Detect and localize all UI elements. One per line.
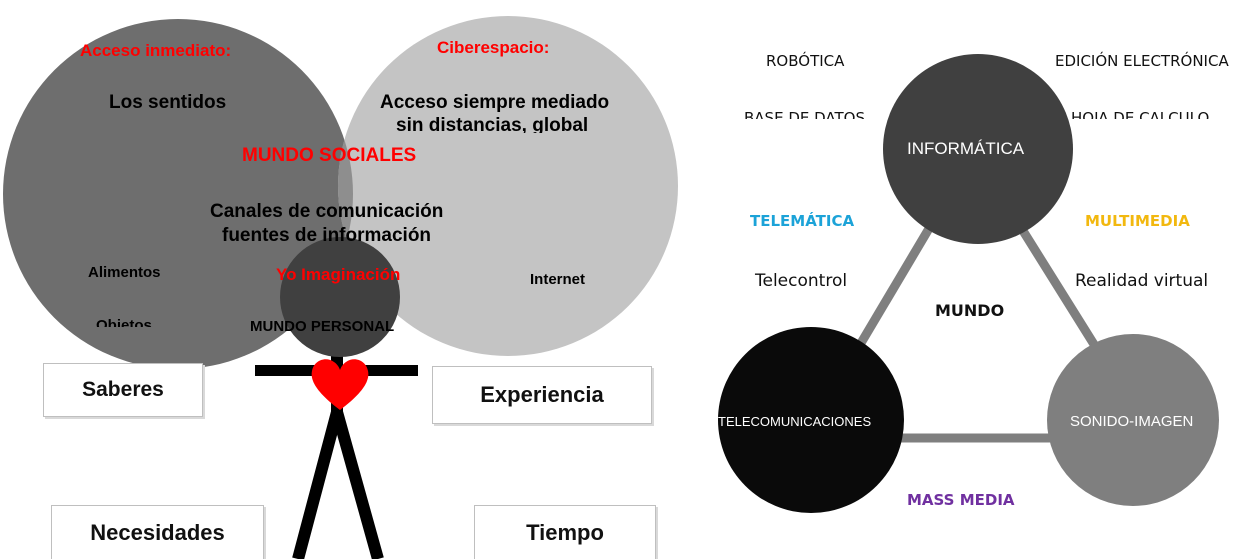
telematica-label: TELEMÁTICA bbox=[750, 212, 855, 230]
heart-icon bbox=[311, 359, 369, 410]
hoja-de-calculo-label: HOJA DE CÁLCULO bbox=[1071, 111, 1231, 119]
edicion-electronica-label: EDICIÓN ELECTRÓNICA bbox=[1055, 52, 1229, 70]
connector-informatica-sonido bbox=[1006, 207, 1114, 373]
immediate-access-title: Acceso inmediato: bbox=[80, 41, 232, 60]
mediated-access-label: Acceso siempre mediado bbox=[380, 92, 610, 113]
senses-label: Los sentidos bbox=[109, 92, 227, 113]
social-world-title: MUNDO SOCIALES bbox=[242, 145, 417, 166]
personal-world-label: MUNDO PERSONAL bbox=[250, 318, 395, 335]
figure-left-leg bbox=[292, 410, 343, 559]
communication-channels-label: Canales de comunicación bbox=[210, 201, 444, 222]
objects-label: Objetos bbox=[96, 318, 152, 327]
telecomunicaciones-node bbox=[718, 327, 904, 513]
multimedia-label: MULTIMEDIA bbox=[1085, 212, 1190, 230]
cyberspace-circle bbox=[338, 16, 678, 356]
informatica-label: INFORMÁTICA bbox=[907, 139, 1025, 158]
global-label: sin distancias, global bbox=[396, 116, 589, 133]
immediate-access-circle bbox=[3, 19, 353, 369]
robotica-label: ROBÓTICA bbox=[766, 52, 845, 70]
base-de-datos-label: BASE DE DATOS bbox=[744, 111, 884, 119]
internet-label: Internet bbox=[530, 271, 586, 288]
mass-media-label: MASS MEDIA bbox=[907, 491, 1015, 509]
figure-right-leg bbox=[331, 410, 384, 559]
self-imagination-label: Yo Imaginación bbox=[276, 265, 401, 284]
tiempo-box: Tiempo bbox=[474, 505, 656, 559]
necesidades-box: Necesidades bbox=[51, 505, 264, 559]
telecomunicaciones-label: TELECOMUNICACIONES bbox=[718, 414, 872, 429]
sonido-imagen-node bbox=[1047, 334, 1219, 506]
informatica-node bbox=[883, 54, 1073, 244]
saberes-box: Saberes bbox=[43, 363, 203, 417]
food-label: Alimentos bbox=[88, 264, 161, 281]
information-sources-label: fuentes de información bbox=[222, 226, 432, 242]
sonido-imagen-label: SONIDO-IMAGEN bbox=[1070, 413, 1194, 430]
experiencia-box: Experiencia bbox=[432, 366, 652, 424]
realidad-virtual-label: Realidad virtual bbox=[1075, 271, 1209, 291]
mundo-label: MUNDO bbox=[935, 301, 1005, 320]
telecontrol-label: Telecontrol bbox=[755, 271, 848, 291]
cyberspace-title: Ciberespacio: bbox=[437, 38, 550, 57]
figure-head bbox=[280, 237, 400, 357]
